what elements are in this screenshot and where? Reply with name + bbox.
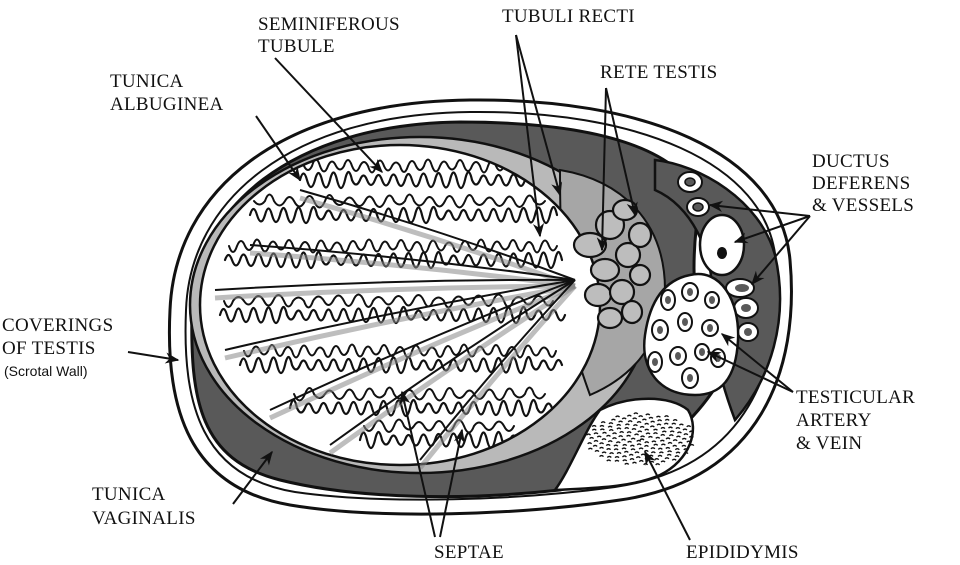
label-testicular-line2: ARTERY <box>796 410 872 431</box>
label-coverings-line2: OF TESTIS <box>2 338 96 359</box>
label-seminiferous-tubule-line2: TUBULE <box>258 36 335 57</box>
label-testicular-line3: & VEIN <box>796 433 862 454</box>
ductus-deferens <box>698 213 746 277</box>
annotation-arrows <box>127 34 811 541</box>
label-testicular-line1: TESTICULAR <box>796 387 915 408</box>
epididymis <box>552 397 695 492</box>
label-seminiferous-tubule-line1: SEMINIFEROUS <box>258 14 400 35</box>
label-coverings-sub: (Scrotal Wall) <box>4 363 88 379</box>
label-rete-testis: RETE TESTIS <box>600 62 717 83</box>
label-coverings-line1: COVERINGS <box>2 315 113 336</box>
label-tunica-albuginea-line2: ALBUGINEA <box>110 94 224 115</box>
label-tunica-albuginea-line1: TUNICA <box>110 71 184 92</box>
label-ductus-deferens-line2: DEFERENS <box>812 173 910 194</box>
label-tunica-vaginalis-line1: TUNICA <box>92 484 166 505</box>
label-tubuli-recti: TUBULI RECTI <box>502 6 635 27</box>
scrotal-wall-inner-line <box>184 110 779 501</box>
label-ductus-deferens-line3: & VESSELS <box>812 195 914 216</box>
label-tunica-vaginalis-line2: VAGINALIS <box>92 508 196 529</box>
label-epididymis: EPIDIDYMIS <box>686 542 799 563</box>
testicular-artery-vein <box>643 272 740 397</box>
label-ductus-deferens-line1: DUCTUS <box>812 151 890 172</box>
label-septae: SEPTAE <box>434 542 504 563</box>
lobules <box>198 143 602 470</box>
